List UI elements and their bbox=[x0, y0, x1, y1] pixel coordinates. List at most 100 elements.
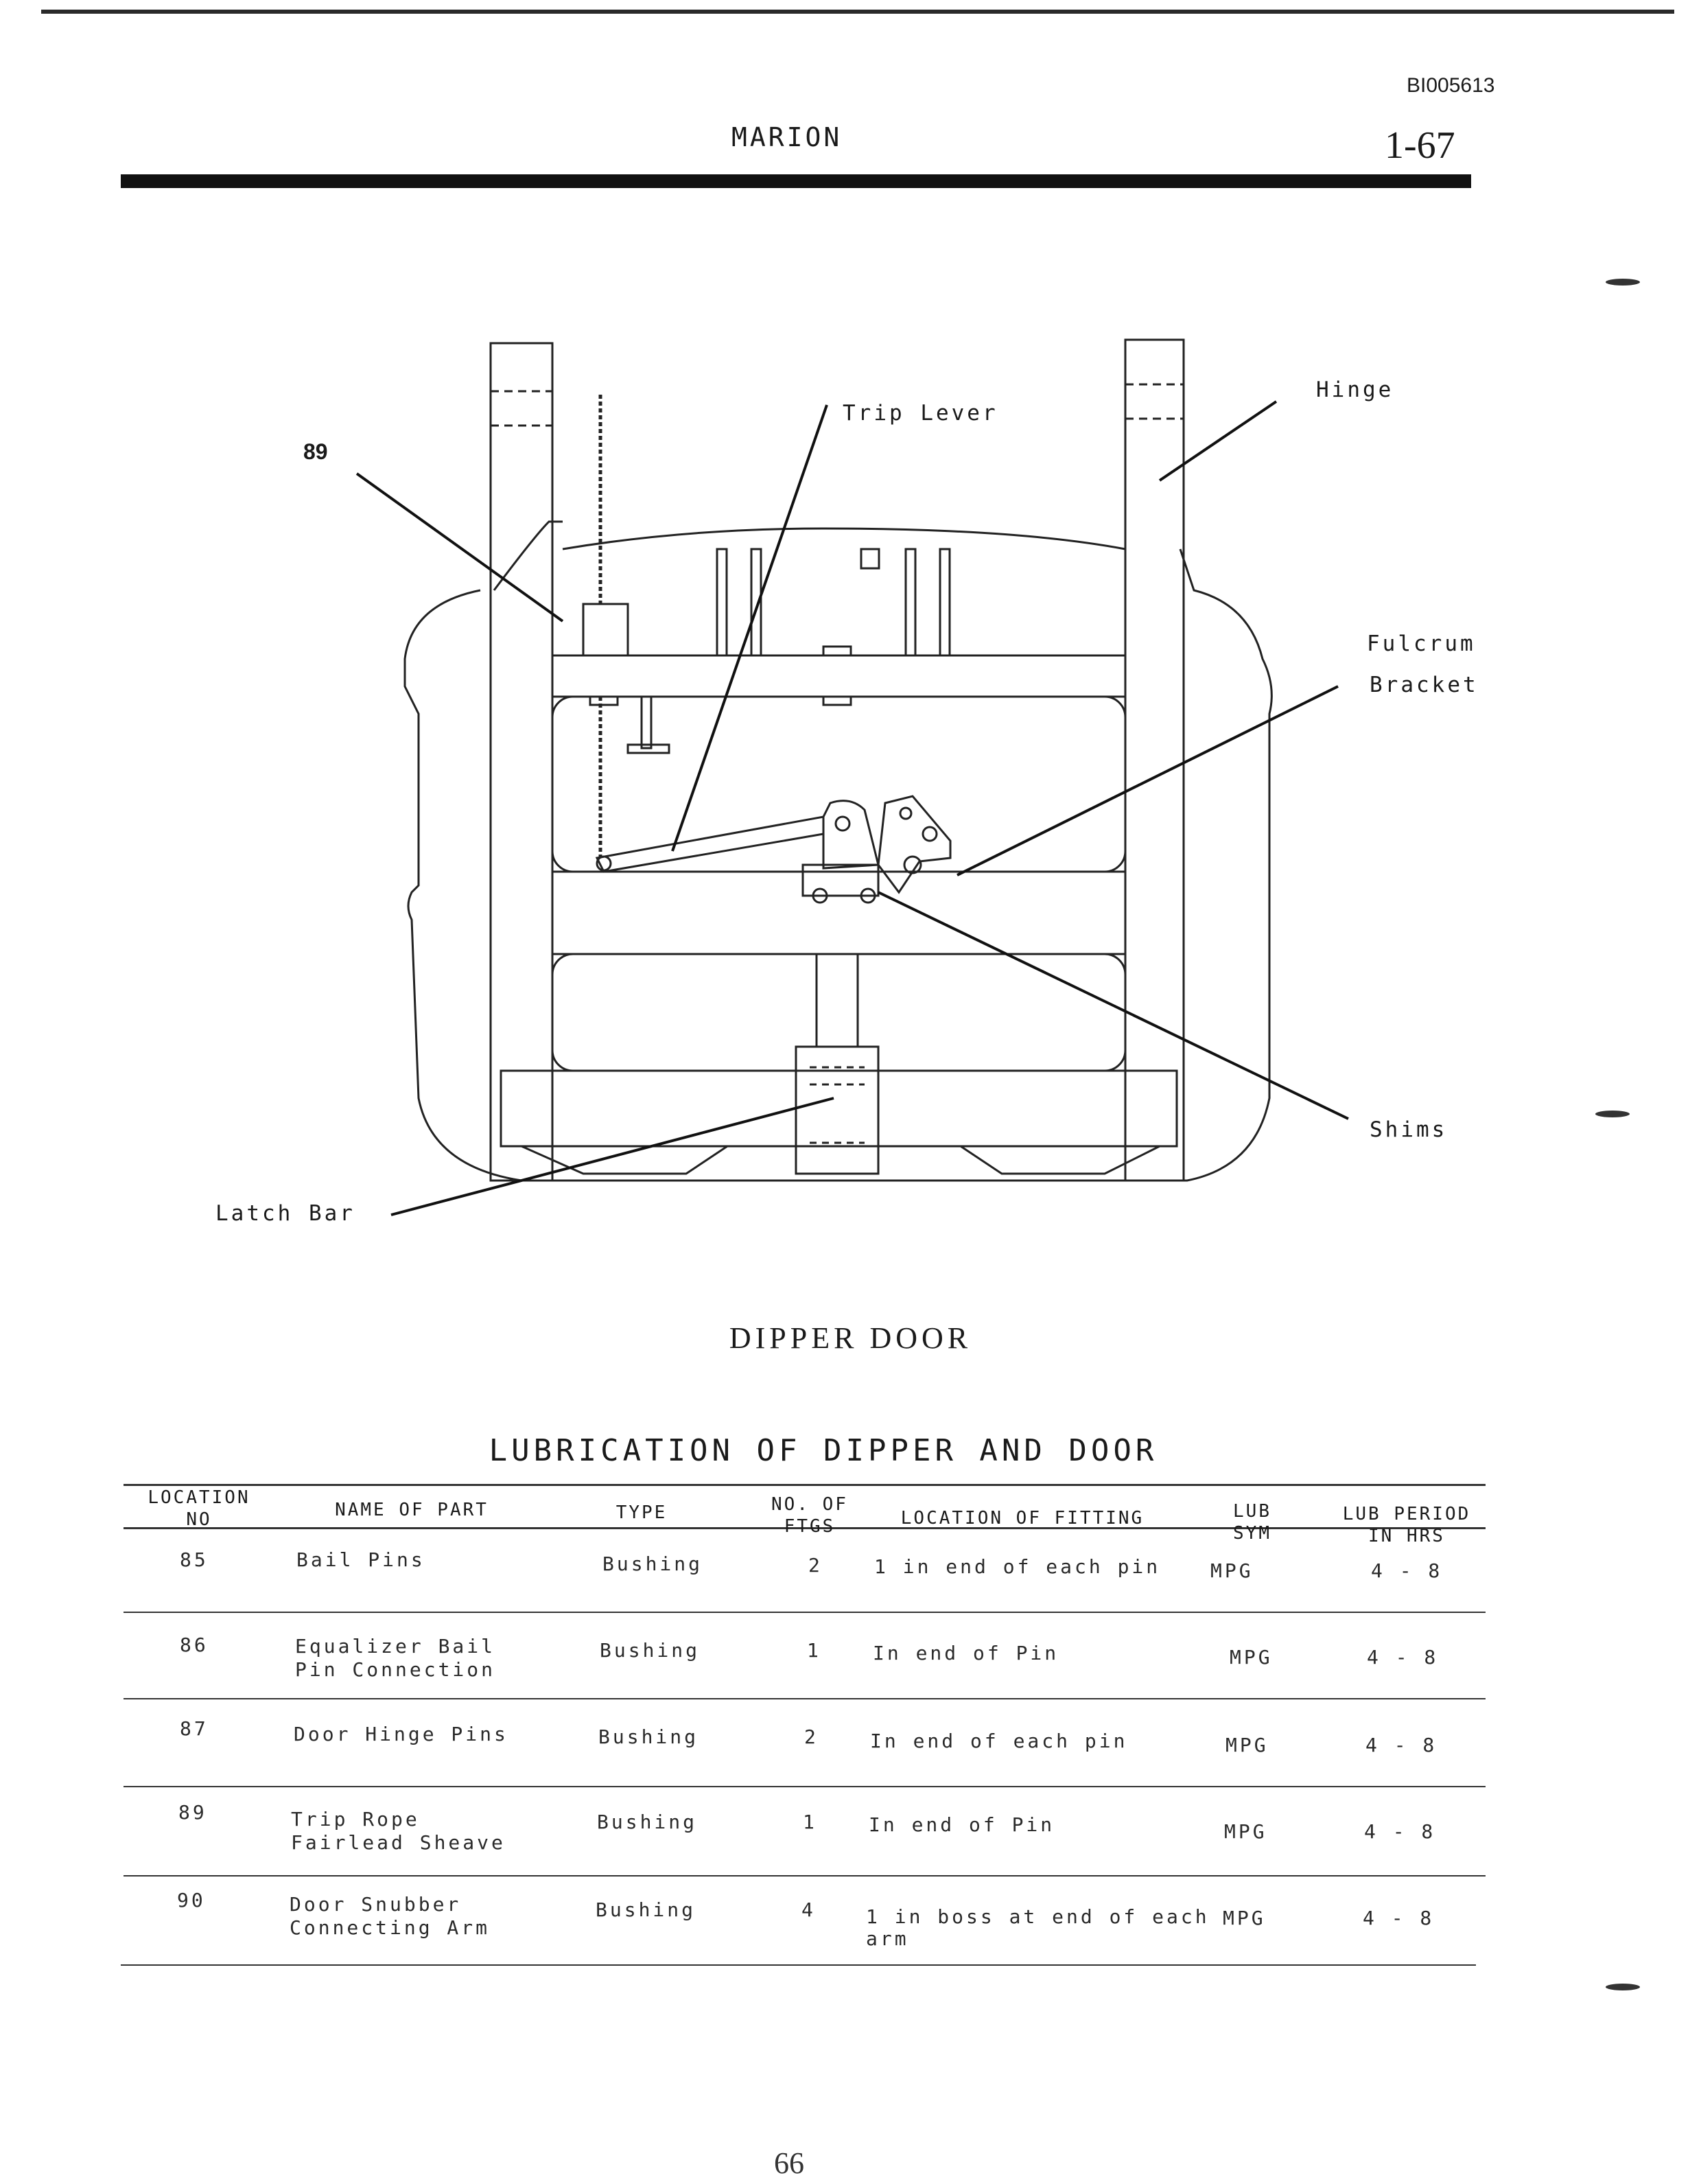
row-rule bbox=[124, 1698, 1486, 1699]
header-no-of-ftgs-line2: FTGS bbox=[784, 1516, 836, 1537]
shims-plate bbox=[801, 863, 880, 897]
scan-mark bbox=[1606, 1984, 1640, 1990]
table-title: LUBRICATION OF DIPPER AND DOOR bbox=[489, 1433, 1158, 1468]
bottom-band bbox=[500, 1069, 1178, 1148]
header-location-no: LOCATION NO bbox=[130, 1487, 268, 1531]
row-86-no: 86 bbox=[180, 1634, 209, 1656]
callout-trip-lever: Trip Lever bbox=[843, 401, 998, 426]
header-no-of-ftgs-line1: NO. OF bbox=[771, 1494, 848, 1515]
header-type: TYPE bbox=[615, 1502, 668, 1523]
leader-trip-lever bbox=[671, 404, 828, 852]
callout-ref-89: 89 bbox=[303, 439, 328, 464]
row-87-ftgs: 2 bbox=[804, 1726, 819, 1748]
row-89-lub-period: 4 - 8 bbox=[1364, 1820, 1436, 1843]
table-bottom-rule bbox=[121, 1964, 1476, 1966]
callout-bracket: Bracket bbox=[1370, 673, 1479, 697]
upper-panel bbox=[551, 695, 1127, 873]
header-location-no-line2: NO bbox=[186, 1509, 212, 1530]
header-lub-sym-line1: LUB bbox=[1233, 1501, 1271, 1522]
row-86-ftgs: 1 bbox=[807, 1639, 821, 1662]
row-87-type: Bushing bbox=[598, 1726, 699, 1748]
row-90-name-line1: Door Snubber bbox=[290, 1893, 462, 1916]
row-90-lub-period: 4 - 8 bbox=[1363, 1907, 1435, 1929]
row-87-location-line1: In end of each pin bbox=[870, 1730, 1128, 1752]
header-lub-sym-line2: SYM bbox=[1233, 1523, 1271, 1544]
header-rule bbox=[121, 174, 1471, 188]
row-rule bbox=[124, 1786, 1486, 1787]
row-86-name-line1: Equalizer Bail bbox=[295, 1635, 496, 1658]
row-89-name-line1: Trip Rope bbox=[291, 1808, 420, 1831]
scan-mark bbox=[1606, 279, 1640, 286]
row-90-location-line1: 1 in boss at end of each bbox=[866, 1905, 1210, 1928]
header-name-of-part: NAME OF PART bbox=[335, 1500, 489, 1520]
row-89-location-line1: In end of Pin bbox=[869, 1813, 1055, 1836]
leader-hinge bbox=[1158, 400, 1278, 482]
header-lub-period-line1: LUB PERIOD bbox=[1342, 1504, 1471, 1524]
row-86-lub-period: 4 - 8 bbox=[1367, 1646, 1439, 1669]
row-rule bbox=[124, 1875, 1486, 1877]
row-86-location-line1: In end of Pin bbox=[873, 1642, 1059, 1664]
row-87-name-line1: Door Hinge Pins bbox=[294, 1723, 508, 1745]
row-rule bbox=[124, 1612, 1486, 1613]
lower-panel bbox=[551, 953, 1127, 1072]
callout-shims: Shims bbox=[1370, 1117, 1448, 1142]
callout-fulcrum: Fulcrum bbox=[1367, 631, 1476, 656]
left-hinge-arm bbox=[489, 342, 554, 1182]
row-86-name-line2: Pin Connection bbox=[295, 1658, 496, 1681]
header-lub-sym: LUB SYM bbox=[1215, 1500, 1290, 1544]
leader-89 bbox=[355, 472, 564, 623]
bottom-skirt bbox=[521, 1145, 1160, 1175]
row-89-no: 89 bbox=[178, 1801, 207, 1824]
row-90-no: 90 bbox=[177, 1889, 206, 1912]
header-no-of-ftgs: NO. OF FTGS bbox=[748, 1494, 871, 1537]
trip-lever bbox=[595, 815, 825, 873]
trip-rope-fairlead bbox=[582, 603, 629, 657]
row-85-lub-period: 4 - 8 bbox=[1371, 1559, 1443, 1582]
row-85-name-line1: Bail Pins bbox=[296, 1548, 425, 1571]
section-page-number: 1-67 bbox=[1385, 124, 1455, 167]
row-85-ftgs: 2 bbox=[808, 1554, 823, 1577]
header-lub-period: LUB PERIOD IN HRS bbox=[1324, 1503, 1489, 1547]
table-top-rule bbox=[124, 1484, 1486, 1486]
leader-fulcrum-bracket bbox=[957, 685, 1339, 876]
door-left-shoulder bbox=[493, 520, 563, 591]
table-header-rule bbox=[124, 1527, 1486, 1529]
row-87-lub-period: 4 - 8 bbox=[1365, 1734, 1438, 1756]
row-90-ftgs: 4 bbox=[801, 1898, 816, 1921]
row-87-no: 87 bbox=[180, 1717, 209, 1740]
row-89-type: Bushing bbox=[597, 1811, 698, 1833]
row-85-lub-sym: MPG bbox=[1210, 1559, 1254, 1582]
door-outline bbox=[403, 548, 1273, 1182]
middle-band bbox=[551, 870, 1127, 955]
row-90-location-line2: arm bbox=[866, 1927, 909, 1950]
diagram-caption: DIPPER DOOR bbox=[729, 1321, 972, 1355]
top-arch bbox=[562, 527, 1126, 550]
row-86-lub-sym: MPG bbox=[1230, 1646, 1273, 1669]
row-89-lub-sym: MPG bbox=[1224, 1820, 1267, 1843]
upper-band bbox=[551, 654, 1127, 698]
callout-latch-bar: Latch Bar bbox=[215, 1201, 355, 1226]
header-lub-period-line2: IN HRS bbox=[1368, 1526, 1445, 1546]
scan-mark bbox=[1595, 1111, 1630, 1117]
row-85-no: 85 bbox=[180, 1548, 209, 1571]
scan-top-edge bbox=[41, 10, 1674, 14]
header-location-no-line1: LOCATION bbox=[148, 1487, 250, 1508]
document-id: BI005613 bbox=[1407, 74, 1495, 97]
latch-bar-housing bbox=[795, 1045, 880, 1175]
row-85-location-line1: 1 in end of each pin bbox=[874, 1555, 1161, 1578]
row-90-name-line2: Connecting Arm bbox=[290, 1916, 491, 1939]
leader-shims bbox=[878, 891, 1349, 1120]
dipper-door-diagram bbox=[355, 338, 1349, 1216]
row-89-name-line2: Fairlead Sheave bbox=[291, 1831, 506, 1854]
row-85-type: Bushing bbox=[602, 1553, 703, 1575]
row-86-type: Bushing bbox=[600, 1639, 701, 1662]
row-90-lub-sym: MPG bbox=[1223, 1907, 1266, 1929]
footer-page-number: 66 bbox=[774, 2146, 804, 2180]
header-location-of-fitting: LOCATION OF FITTING bbox=[900, 1508, 1145, 1529]
row-87-lub-sym: MPG bbox=[1225, 1734, 1269, 1756]
row-90-type: Bushing bbox=[596, 1898, 696, 1921]
callout-hinge: Hinge bbox=[1316, 377, 1394, 402]
right-hinge-arm bbox=[1124, 338, 1185, 1182]
brand-title: MARION bbox=[731, 122, 843, 152]
leader-latch-bar bbox=[390, 1097, 834, 1216]
